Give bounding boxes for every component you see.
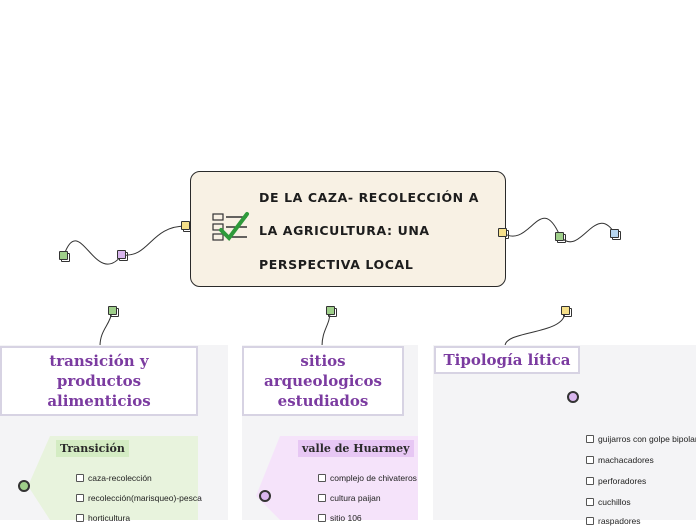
checkbox[interactable] — [586, 498, 594, 506]
checkbox[interactable] — [318, 494, 326, 502]
list-item[interactable]: perforadores — [586, 476, 646, 486]
subtree-bg-1 — [28, 436, 198, 520]
list-item[interactable]: cuchillos — [586, 497, 631, 507]
central-title-line-1: DE LA CAZA- RECOLECCIÓN A — [259, 190, 479, 205]
checklist-icon — [212, 212, 249, 242]
branch-title-1-line-2: productos — [56, 372, 142, 390]
branch-title-2-line-3: estudiados — [277, 392, 369, 410]
checkbox[interactable] — [76, 494, 84, 502]
connector-node-purple[interactable] — [117, 250, 128, 261]
central-title-line-3: PERSPECTIVA LOCAL — [259, 257, 414, 272]
checkbox[interactable] — [586, 517, 594, 525]
branch-1-node-circle[interactable] — [18, 480, 30, 492]
connector-node-green[interactable] — [59, 251, 70, 262]
branch-title-3[interactable]: Tipología lítica — [434, 346, 580, 374]
branch-title-2-line-1: sitios — [300, 352, 346, 370]
list-item[interactable]: machacadores — [586, 455, 654, 465]
branch-3-node-circle[interactable] — [567, 391, 579, 403]
central-topic[interactable]: DE LA CAZA- RECOLECCIÓN A LA AGRICULTURA… — [190, 171, 506, 287]
checkbox[interactable] — [318, 474, 326, 482]
branch-title-1-line-1: transición y — [49, 352, 149, 370]
connector-node-branch-1[interactable] — [108, 306, 119, 317]
central-title-line-2: LA AGRICULTURA: UNA — [259, 223, 430, 238]
sublabel-valle-huarmey[interactable]: valle de Huarmey — [298, 440, 414, 457]
checkbox[interactable] — [586, 477, 594, 485]
checkbox[interactable] — [586, 456, 594, 464]
subtree-bg-2 — [256, 436, 418, 520]
branch-2-node-circle[interactable] — [259, 490, 271, 502]
list-item[interactable]: guijarros con golpe bipolar — [586, 434, 696, 444]
branch-title-1[interactable]: transición y productos alimenticios — [0, 346, 198, 416]
branch-title-2-line-2: arqueologicos — [263, 372, 383, 390]
connector-node-yellow-right[interactable] — [498, 228, 509, 239]
checkbox[interactable] — [76, 474, 84, 482]
list-item[interactable]: sitio 106 — [318, 513, 362, 523]
checkbox[interactable] — [586, 435, 594, 443]
list-item[interactable]: cultura paijan — [318, 493, 381, 503]
checkbox[interactable] — [318, 514, 326, 522]
connector-node-green-right[interactable] — [555, 232, 566, 243]
branch-title-3-line-1: Tipología lítica — [443, 351, 571, 369]
list-item[interactable]: horticultura — [76, 513, 130, 523]
list-item[interactable]: complejo de chivateros — [318, 473, 417, 483]
connector-node-blue[interactable] — [610, 229, 621, 240]
list-item[interactable]: recolección(marisqueo)-pesca — [76, 493, 202, 503]
branch-title-2[interactable]: sitios arqueologicos estudiados — [242, 346, 404, 416]
branch-title-1-line-3: alimenticios — [47, 392, 151, 410]
connector-node-branch-3[interactable] — [561, 306, 572, 317]
checkbox[interactable] — [76, 514, 84, 522]
list-item[interactable]: raspadores — [586, 516, 641, 526]
branch-panel-3 — [433, 345, 696, 520]
sublabel-transicion[interactable]: Transición — [56, 440, 129, 457]
list-item[interactable]: caza-recolección — [76, 473, 152, 483]
connector-node-yellow[interactable] — [181, 221, 192, 232]
connector-node-branch-2[interactable] — [326, 306, 337, 317]
